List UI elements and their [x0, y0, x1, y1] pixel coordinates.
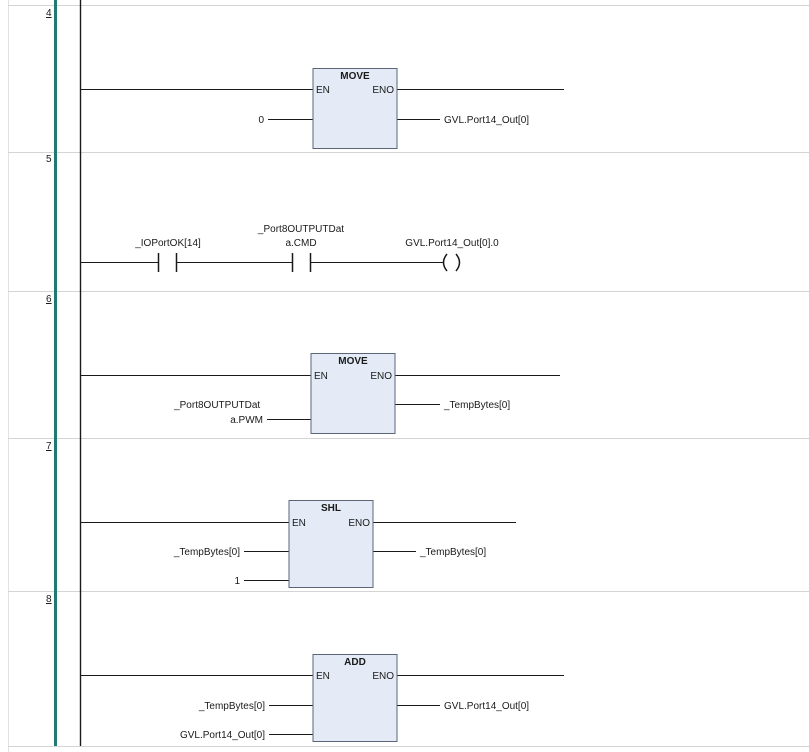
- rung-number[interactable]: 5: [46, 154, 52, 165]
- coil-left-arc: [442, 253, 448, 272]
- rung-number[interactable]: 6: [46, 294, 52, 305]
- coil-right-arc: [455, 253, 461, 272]
- rung-number[interactable]: 8: [46, 594, 52, 605]
- eno-pin-label: ENO: [348, 518, 370, 529]
- eno-pin-label: ENO: [372, 85, 394, 96]
- block-name: ADD: [344, 657, 366, 668]
- block-name: SHL: [321, 503, 341, 514]
- block-name: MOVE: [338, 356, 368, 367]
- coil-port14-out-bit0[interactable]: [442, 253, 461, 272]
- contact-port8-cmd[interactable]: [291, 253, 312, 272]
- function-block-body[interactable]: [312, 654, 398, 742]
- en-pin-label: EN: [314, 371, 328, 382]
- function-block-body[interactable]: [288, 500, 374, 588]
- output-variable[interactable]: GVL.Port14_Out[0]: [444, 115, 529, 126]
- input-variable[interactable]: _TempBytes[0]: [198, 701, 265, 712]
- rung-separators: [8, 5, 809, 747]
- move-block[interactable]: MOVE EN ENO: [312, 68, 398, 149]
- output-variable[interactable]: _TempBytes[0]: [443, 400, 510, 411]
- en-pin-label: EN: [292, 518, 306, 529]
- function-block-body[interactable]: [310, 353, 396, 434]
- rung-5[interactable]: 5 _IOPortOK[14] _Port8OUTPUTDat a.CMD GV…: [46, 154, 499, 272]
- move-block[interactable]: MOVE EN ENO: [310, 353, 396, 434]
- function-block-body[interactable]: [312, 68, 398, 149]
- coil-label[interactable]: GVL.Port14_Out[0].0: [405, 238, 499, 249]
- add-block[interactable]: ADD EN ENO: [312, 654, 398, 742]
- rung-4[interactable]: 4 MOVE EN ENO 0 GVL.Port14_Out[0]: [46, 8, 564, 149]
- input-variable[interactable]: GVL.Port14_Out[0]: [180, 730, 265, 741]
- contact-ioportok[interactable]: [157, 253, 178, 272]
- en-pin-label: EN: [316, 85, 330, 96]
- rung-8[interactable]: 8 ADD EN ENO _TempBytes[0] GVL.Port14_Ou…: [46, 594, 564, 742]
- input-variable[interactable]: 0: [258, 115, 264, 126]
- rung-number[interactable]: 4: [46, 8, 52, 19]
- rung-6[interactable]: 6 MOVE EN ENO _Port8OUTPUTDat a.PWM _Tem…: [46, 294, 560, 434]
- input-constant[interactable]: 1: [234, 576, 240, 587]
- eno-pin-label: ENO: [372, 671, 394, 682]
- shl-block[interactable]: SHL EN ENO: [288, 500, 374, 588]
- output-variable[interactable]: _TempBytes[0]: [419, 547, 486, 558]
- input-variable[interactable]: _TempBytes[0]: [173, 547, 240, 558]
- contact-label[interactable]: _IOPortOK[14]: [134, 238, 201, 249]
- output-variable[interactable]: GVL.Port14_Out[0]: [444, 701, 529, 712]
- block-name: MOVE: [340, 71, 370, 82]
- gutter-accent-bar: [54, 0, 57, 746]
- input-variable[interactable]: _Port8OUTPUTDat a.PWM: [173, 400, 263, 426]
- rung-number[interactable]: 7: [46, 441, 52, 452]
- en-pin-label: EN: [316, 671, 330, 682]
- contact-label-line1[interactable]: _Port8OUTPUTDat: [257, 224, 344, 235]
- rung-7[interactable]: 7 SHL EN ENO _TempBytes[0] 1 _TempBytes[…: [46, 441, 516, 588]
- input-variable-line2: a.PWM: [230, 415, 263, 426]
- contact-label-line2[interactable]: a.CMD: [285, 238, 316, 249]
- eno-pin-label: ENO: [370, 371, 392, 382]
- input-variable-line1: _Port8OUTPUTDat: [173, 400, 260, 411]
